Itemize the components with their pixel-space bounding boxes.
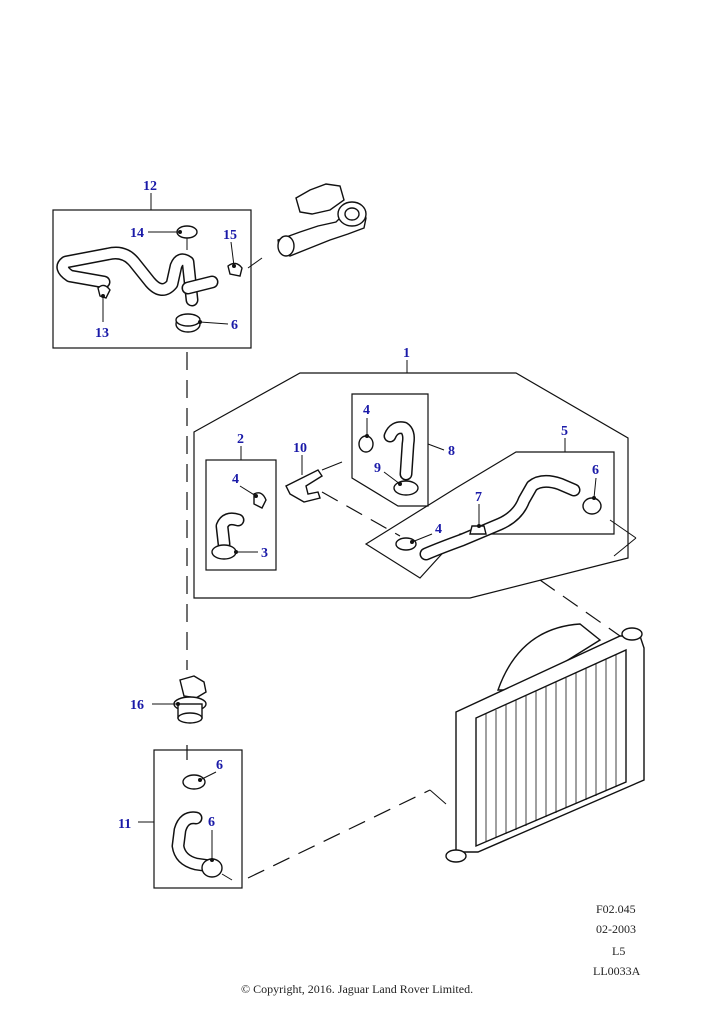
group-5-box [364, 438, 615, 579]
callout-15: 15 [223, 228, 237, 243]
water-pump [277, 183, 367, 257]
clamp-15 [227, 262, 243, 277]
clamp-3 [211, 544, 237, 560]
radiator [445, 623, 645, 863]
callout-2: 2 [237, 432, 244, 447]
clamp-6-box5 [582, 497, 602, 515]
group-11-box [138, 749, 243, 889]
reference-date: 02-2003 [596, 922, 636, 936]
callout-9: 9 [374, 461, 381, 476]
hose-11 [171, 811, 217, 873]
clamp-6-box12 [175, 313, 201, 333]
callout-10: 10 [293, 441, 307, 456]
callout-4-box5: 4 [435, 522, 442, 537]
hose-12 [56, 246, 219, 307]
callout-6-box11-top: 6 [216, 758, 223, 773]
callout-7: 7 [475, 490, 482, 505]
group-2-box [205, 446, 277, 571]
callout-11: 11 [118, 817, 131, 832]
callout-4-box2: 4 [232, 472, 239, 487]
clamp-14 [176, 225, 198, 250]
clamp-4-box5 [395, 537, 417, 551]
reference-code: LL0033A [593, 964, 641, 978]
group-8-box [351, 393, 445, 507]
callout-1: 1 [403, 346, 410, 361]
connector-10 [285, 455, 323, 503]
thermostat-16 [173, 675, 207, 724]
clamp-9 [393, 480, 419, 496]
group-1-box [193, 360, 629, 599]
callout-12: 12 [143, 179, 157, 194]
hose-5 [419, 474, 581, 561]
hose-8 [383, 421, 415, 481]
clamp-13 [97, 284, 111, 299]
callout-5: 5 [561, 424, 568, 439]
reference-figure: F02.045 [596, 902, 636, 916]
callout-3: 3 [261, 546, 268, 561]
radiator-fins [485, 655, 617, 842]
callout-6-box5: 6 [592, 463, 599, 478]
callout-6-box11-bottom: 6 [208, 815, 215, 830]
clamp-4-box8 [358, 435, 374, 453]
callout-leaders [101, 230, 597, 862]
callout-6-box12: 6 [231, 318, 238, 333]
callout-8: 8 [448, 444, 455, 459]
callout-16: 16 [130, 698, 144, 713]
hose-3 [215, 512, 245, 551]
clamp-6-box11-top [182, 774, 206, 790]
callout-14: 14 [130, 226, 144, 241]
callout-4-box8: 4 [363, 403, 370, 418]
callout-13: 13 [95, 326, 109, 341]
pump-connector-line [247, 257, 263, 269]
clamp-6-box11-bottom [201, 858, 233, 881]
group-12-box [52, 193, 252, 349]
copyright-notice: © Copyright, 2016. Jaguar Land Rover Lim… [241, 982, 474, 996]
reference-level: L5 [612, 944, 626, 958]
